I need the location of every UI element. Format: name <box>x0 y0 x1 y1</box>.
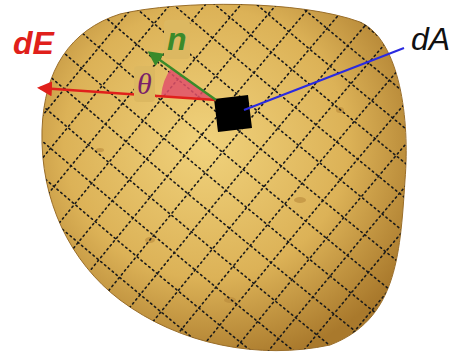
grid-line <box>179 0 469 354</box>
potato-body <box>42 4 406 350</box>
normal-label: n <box>164 20 190 59</box>
grid-line <box>138 0 469 354</box>
grid-line <box>0 0 441 354</box>
angle-label: θ <box>134 66 155 102</box>
grid-line <box>35 0 469 354</box>
normal-vector <box>150 53 216 100</box>
grid-line <box>0 60 389 354</box>
grid-line <box>0 0 469 290</box>
grid-line <box>0 0 429 354</box>
grid-line <box>0 0 285 270</box>
grid-line <box>97 0 469 354</box>
grid-line <box>117 0 469 354</box>
grid-line <box>0 0 469 269</box>
grid-line <box>0 0 450 354</box>
grid-line <box>109 0 469 124</box>
grid-line <box>0 0 264 253</box>
grid-line <box>0 102 355 354</box>
grid-line <box>0 81 372 354</box>
grid-line <box>159 0 469 354</box>
area-element <box>214 95 252 132</box>
field-label: dE <box>10 24 57 63</box>
grid-line <box>14 0 469 354</box>
grid-line <box>0 0 459 354</box>
potato-spot <box>224 297 236 303</box>
grid-line <box>0 0 347 322</box>
grid-line <box>76 0 469 354</box>
grid-line <box>0 123 337 354</box>
grid-line <box>0 0 388 354</box>
grid-line <box>0 0 305 288</box>
grid-line <box>221 0 469 354</box>
potato-spot <box>294 197 306 203</box>
grid-line <box>92 0 469 145</box>
grid-line <box>242 8 469 354</box>
grid-line <box>200 0 469 354</box>
grid-line <box>0 0 367 340</box>
grid-line <box>23 0 469 228</box>
grid-line <box>75 0 469 166</box>
area-label: dA <box>408 20 453 59</box>
grid-line <box>0 19 424 354</box>
potato-spot <box>96 148 104 152</box>
grid-line <box>40 0 469 207</box>
grid-line <box>0 0 243 236</box>
grid-line <box>127 0 469 103</box>
grid-line <box>0 40 407 354</box>
leader-line <box>244 48 404 110</box>
grid-line <box>55 0 469 354</box>
grid-line <box>0 0 222 218</box>
field-vector <box>40 88 216 100</box>
